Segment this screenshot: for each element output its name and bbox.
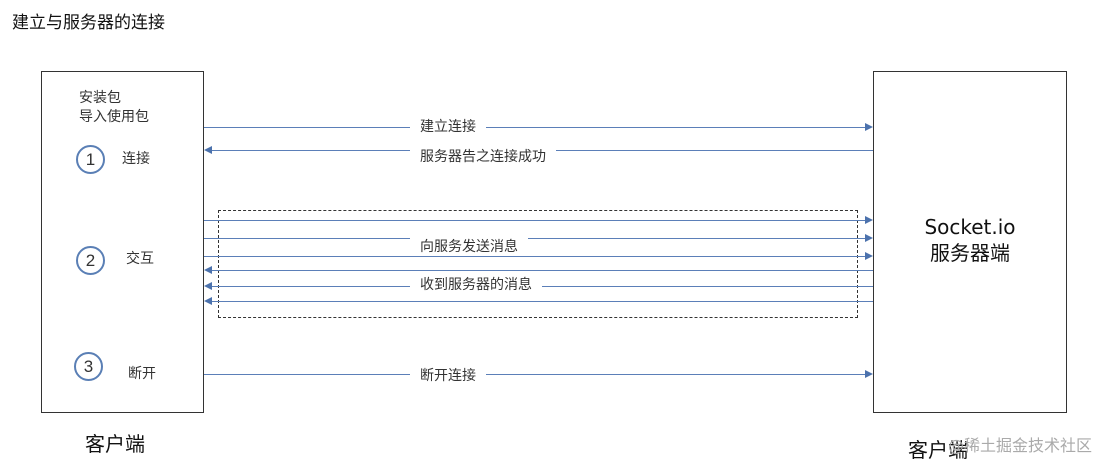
connect-label: 建立连接 — [410, 116, 486, 136]
step-3-label: 断开 — [128, 366, 156, 382]
disconnect-arrow-line — [204, 374, 866, 375]
send-arrowhead-3 — [865, 252, 873, 260]
step-1-label: 连接 — [122, 151, 150, 167]
server-footer-label: 客户端 — [908, 438, 968, 462]
connect-arrowhead — [865, 123, 873, 131]
send-arrow-line-1 — [204, 220, 866, 221]
success-label: 服务器告之连接成功 — [410, 146, 556, 166]
receive-label: 收到服务器的消息 — [410, 274, 542, 294]
client-line-import: 导入使用包 — [79, 109, 149, 125]
send-arrowhead-2 — [865, 234, 873, 242]
receive-arrow-line-3 — [211, 301, 873, 302]
receive-arrowhead-2 — [204, 282, 212, 290]
send-arrow-line-2 — [204, 238, 866, 239]
send-arrow-line-3 — [204, 256, 866, 257]
step-3-circle: 3 — [74, 352, 103, 381]
disconnect-label: 断开连接 — [410, 365, 486, 385]
step-2-label: 交互 — [126, 251, 154, 267]
server-box — [873, 71, 1067, 413]
step-1-circle: 1 — [76, 145, 105, 174]
send-arrowhead-1 — [865, 216, 873, 224]
server-label-line-1: Socket.io — [924, 215, 1016, 239]
watermark: @稀土掘金技术社区 — [948, 436, 1093, 455]
connect-arrow-line — [204, 127, 866, 128]
interaction-region — [218, 210, 858, 318]
send-label: 向服务发送消息 — [410, 236, 528, 256]
client-footer-label: 客户端 — [85, 432, 145, 456]
receive-arrowhead-1 — [204, 266, 212, 274]
server-label-line-2: 服务器端 — [930, 241, 1010, 265]
diagram-title: 建立与服务器的连接 — [12, 13, 165, 33]
disconnect-arrowhead — [865, 370, 873, 378]
step-2-circle: 2 — [76, 246, 105, 275]
receive-arrow-line-1 — [211, 270, 873, 271]
server-label: Socket.io 服务器端 — [873, 214, 1067, 266]
success-arrowhead — [204, 146, 212, 154]
receive-arrow-line-2 — [211, 286, 873, 287]
receive-arrowhead-3 — [204, 297, 212, 305]
client-line-install: 安装包 — [79, 90, 121, 106]
client-box — [41, 71, 204, 413]
